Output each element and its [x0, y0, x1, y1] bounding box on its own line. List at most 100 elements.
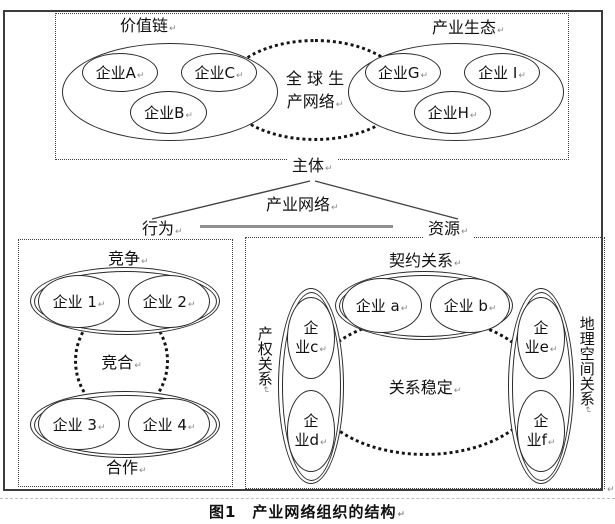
- paragraph-mark: ↵: [319, 438, 328, 448]
- industrial-network-label-text: 产业网络: [266, 195, 331, 214]
- resource-label-text: 资源: [428, 219, 461, 238]
- resource-label: 资源↵: [424, 220, 473, 238]
- paragraph-mark: ↵: [141, 257, 149, 267]
- paragraph-mark: ↵: [335, 100, 344, 110]
- property-rights-axis-label: 产权关系↵: [255, 326, 274, 394]
- firm-label-C: 企业C: [194, 64, 235, 82]
- paragraph-mark: ↵: [549, 345, 558, 355]
- figure-caption: 图1 产业网络组织的结构↵: [0, 501, 615, 522]
- paragraph-mark: ↵: [136, 71, 145, 81]
- industrial-network-label: 产业网络↵: [266, 196, 339, 214]
- contract-relation-label: 契约关系↵: [389, 252, 462, 270]
- geo-space-axis-label: 地理空间关系↵: [578, 316, 596, 414]
- firm-ellipse-H: 企业H↵: [414, 91, 491, 134]
- table-gridline: [0, 498, 615, 499]
- value-chain-label: 价值链↵: [120, 17, 177, 35]
- paragraph-mark: ↵: [420, 71, 429, 81]
- firm-label-c: 企 业c↵: [295, 319, 327, 357]
- paragraph-mark: ↵: [175, 227, 183, 237]
- double-outline: [33, 394, 217, 455]
- paragraph-mark: ↵: [259, 386, 270, 394]
- paragraph-mark: ↵: [518, 71, 526, 81]
- subject-label: 主体↵: [288, 157, 337, 175]
- firm-label-H: 企业H: [427, 104, 469, 122]
- coopetition-label: 竞合↵: [101, 349, 142, 373]
- firm-ellipse-e: 企 业e↵: [517, 297, 565, 379]
- value-chain-label-text: 价值链: [120, 16, 169, 35]
- coopetition-label-text: 竞合: [101, 353, 134, 372]
- firm-label-e: 企 业e↵: [525, 319, 558, 357]
- firm-ellipse-G: 企业G↵: [365, 53, 441, 92]
- firm-ellipse-b: 企业 b↵: [430, 278, 510, 333]
- paragraph-mark: ↵: [97, 300, 106, 310]
- paragraph-mark: ↵: [454, 259, 462, 269]
- firm-label-d-line1: 企: [303, 412, 319, 431]
- firm-ellipse-4: 企业 4↵: [128, 398, 210, 450]
- paragraph-mark: ↵: [331, 203, 339, 213]
- paragraph-mark: ↵: [185, 111, 193, 121]
- firm-label-d-line2: 业d: [294, 431, 319, 449]
- firm-ellipse-d: 企 业d↵: [287, 390, 335, 472]
- firm-label-a: 企业 a: [355, 297, 400, 315]
- firm-ellipse-a: 企业 a↵: [342, 278, 422, 333]
- firm-label-A: 企业A: [95, 64, 136, 82]
- double-outline: [511, 291, 571, 481]
- paragraph-mark: ↵: [453, 386, 462, 396]
- firm-ellipse-C: 企业C↵: [181, 53, 257, 92]
- paragraph-mark: ↵: [397, 510, 406, 520]
- firm-label-B: 企业B: [144, 104, 185, 122]
- firm-label-1: 企业 1: [52, 293, 97, 311]
- cooperation-label: 合作↵: [106, 459, 147, 477]
- contract-relation-label-text: 契约关系: [389, 251, 454, 270]
- double-outline: [281, 291, 341, 481]
- paragraph-mark: ↵: [461, 227, 469, 237]
- figure-caption-text: 图1 产业网络组织的结构: [209, 503, 397, 521]
- competition-label: 竞争↵: [108, 250, 149, 268]
- gpn-line1: 全 球 生: [285, 68, 345, 88]
- paragraph-mark: ↵: [187, 422, 196, 433]
- firm-label-e-line2: 业e: [524, 338, 549, 356]
- gpn-line2: 产网络: [286, 92, 335, 111]
- paragraph-mark: ↵: [607, 485, 615, 495]
- relation-stability-label: 关系稳定↵: [389, 374, 462, 398]
- firm-ellipse-3: 企业 3↵: [38, 398, 120, 450]
- paragraph-mark: ↵: [497, 26, 505, 36]
- firm-ellipse-1: 企业 1↵: [38, 275, 120, 328]
- property-rights-axis-text: 产权关系: [255, 326, 274, 386]
- firm-label-c-line1: 企: [303, 319, 319, 338]
- firm-label-d: 企 业d↵: [294, 412, 327, 450]
- firm-ellipse-c: 企 业c↵: [287, 297, 335, 379]
- network-base-bar: [200, 225, 393, 228]
- firm-ellipse-f: 企 业f↵: [517, 390, 565, 472]
- firm-label-3: 企业 3: [52, 415, 97, 434]
- paragraph-mark: ↵: [187, 300, 196, 310]
- relation-stability-label-text: 关系稳定: [388, 378, 453, 397]
- firm-ellipse-B: 企业B↵: [130, 91, 207, 134]
- paragraph-mark: ↵: [97, 422, 106, 433]
- paragraph-mark: ↵: [169, 24, 177, 34]
- behavior-label-text: 行为: [142, 219, 175, 238]
- firm-label-2: 企业 2: [142, 293, 187, 311]
- global-production-network-label: 全 球 生 产网络↵: [286, 67, 344, 113]
- firm-label-f-line2: 业f: [526, 431, 547, 449]
- firm-label-f: 企 业f↵: [527, 412, 556, 450]
- firm-label-f-line1: 企: [533, 412, 549, 431]
- cooperation-label-text: 合作: [106, 458, 139, 477]
- industry-ecology-label-text: 产业生态: [432, 18, 497, 37]
- firm-label-c-line2: 业c: [295, 338, 319, 356]
- firm-label-4: 企业 4: [142, 415, 187, 434]
- paragraph-mark: ↵: [547, 438, 556, 448]
- behavior-label: 行为↵: [138, 220, 187, 238]
- paragraph-mark: ↵: [488, 304, 497, 314]
- competition-label-text: 竞争: [108, 249, 141, 268]
- firm-label-e-line1: 企: [533, 319, 549, 338]
- firm-label-I: 企业 I: [478, 64, 518, 82]
- paragraph-mark: ↵: [319, 345, 327, 355]
- firm-ellipse-I: 企业 I↵: [464, 53, 540, 92]
- double-outline: [33, 270, 217, 332]
- figure-border: [3, 10, 603, 491]
- paragraph-mark: ↵: [581, 406, 592, 414]
- firm-label-b: 企业 b: [443, 297, 488, 315]
- paragraph-mark: ↵: [139, 466, 147, 476]
